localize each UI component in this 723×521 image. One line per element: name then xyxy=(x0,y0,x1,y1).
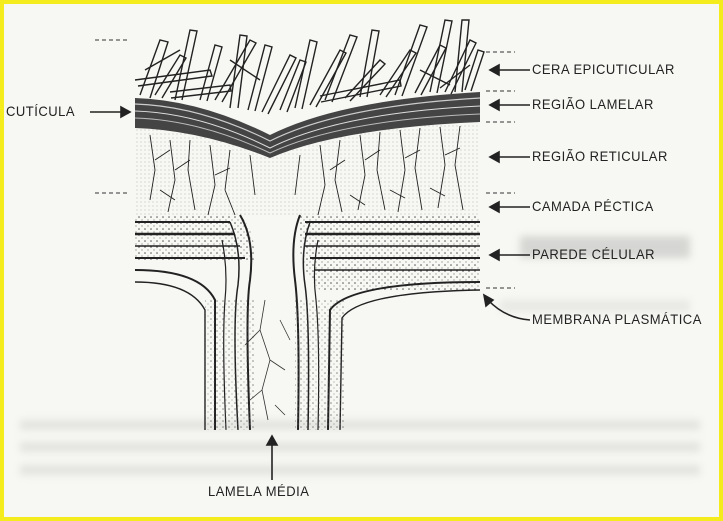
label-lamela-media: LAMELA MÉDIA xyxy=(208,484,309,500)
cell-wall-right xyxy=(293,215,480,430)
label-parede-celular: PAREDE CÉLULAR xyxy=(532,247,655,263)
label-membrana-plasmatica: MEMBRANA PLASMÁTICA xyxy=(532,312,702,328)
label-regiao-reticular: REGIÃO RETICULAR xyxy=(532,149,668,165)
label-cuticula: CUTÍCULA xyxy=(6,104,75,120)
label-cera-epicuticular: CERA EPICUTICULAR xyxy=(532,62,675,78)
label-regiao-lamelar: REGIÃO LAMELAR xyxy=(532,97,654,113)
cell-wall-left xyxy=(135,215,255,430)
label-camada-pectica: CAMADA PÉCTICA xyxy=(532,199,654,215)
